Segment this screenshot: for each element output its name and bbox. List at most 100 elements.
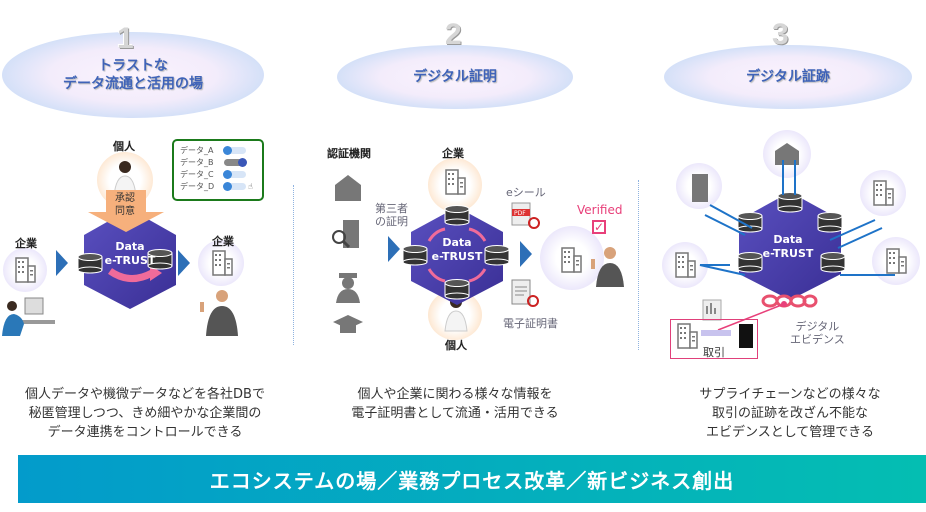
transaction-box: 取引: [670, 319, 758, 359]
school-icon: [335, 175, 361, 185]
label-line: エビデンス: [790, 333, 845, 346]
businessman-icon: [200, 290, 238, 336]
desc-line: 個人や企業に関わる様々な情報を: [357, 387, 553, 402]
desc-line: 秘匿管理しつつ、きめ細やかな企業間の: [28, 406, 262, 421]
section-3-title: デジタル証跡: [664, 45, 912, 109]
data-consent-popup: データ_A データ_B データ_C データ_D ☝: [172, 139, 264, 201]
section-1-description: 個人データや機微データなどを各社DBで秘匿管理しつつ、きめ細やかな企業間のデータ…: [10, 385, 280, 442]
building-icon: [692, 174, 708, 202]
row-label: データ_A: [180, 145, 214, 155]
section-1-number: 1: [117, 22, 134, 55]
authority-icons: [332, 175, 363, 333]
company-right-label: 企業: [212, 235, 234, 248]
consent-line: 承認: [115, 193, 135, 204]
evidence-pointer: [717, 301, 787, 331]
desc-line: 個人データや機微データなどを各社DBで: [25, 387, 265, 402]
database-icon: [444, 279, 470, 300]
evidence-label: デジタルエビデンス: [790, 320, 845, 346]
database-icon: [444, 205, 470, 226]
hub-line: e-TRUST: [431, 250, 483, 263]
consent-arrow: [88, 190, 164, 232]
section-2-description: 個人や企業に関わる様々な情報を電子証明書として流通・活用できる: [330, 385, 580, 423]
popup-row[interactable]: データ_C: [180, 168, 256, 180]
consent-line: 同意: [115, 206, 135, 217]
toggle-off[interactable]: [224, 157, 247, 167]
building-icon: [15, 257, 36, 283]
authority-label: 認証機関: [327, 147, 371, 160]
verified-check-icon: ✓: [592, 220, 606, 234]
data-etrust-hub: [77, 209, 176, 309]
database-icon: [77, 253, 103, 274]
building-icon: [212, 250, 233, 276]
businessman-icon: [591, 247, 624, 287]
toggle-on[interactable]: [223, 169, 246, 179]
data-etrust-hub: [737, 192, 846, 300]
verified-label: Verified: [577, 203, 623, 217]
police-icon: [336, 273, 360, 303]
flow-arrow: [56, 250, 68, 276]
pdf-text: PDF: [514, 210, 526, 217]
desc-line: 電子証明書として流通・活用できる: [351, 406, 559, 421]
building-icon: [677, 323, 698, 349]
section-3-number: 3: [772, 18, 789, 51]
section-divider: [638, 180, 639, 350]
desc-line: 取引の証跡を改ざん不能な: [711, 406, 868, 421]
evidence-links: [699, 160, 895, 276]
database-icon: [484, 245, 510, 266]
certificate-icon: [511, 279, 539, 307]
search-building-icon: [332, 220, 359, 249]
desc-line: データ連携をコントロールできる: [47, 425, 243, 440]
desc-line: エビデンスとして管理できる: [705, 425, 875, 440]
section-divider: [293, 185, 294, 345]
popup-row[interactable]: データ_D ☝: [180, 180, 256, 192]
school-icon: [775, 143, 799, 165]
hub-line: e-TRUST: [104, 254, 156, 267]
title-line: データ流通と活用の場: [63, 76, 203, 92]
building-icon: [739, 324, 753, 348]
toggle-on[interactable]: [223, 145, 246, 155]
hub-line: Data: [773, 233, 803, 246]
title-line: トラストな: [98, 58, 168, 74]
graduation-cap-icon: [333, 315, 363, 333]
hub-line: Data: [442, 236, 472, 249]
data-etrust-hub: [402, 205, 510, 305]
row-label: データ_B: [180, 157, 214, 167]
section-1-title: トラストなデータ流通と活用の場: [2, 32, 264, 118]
report-icon: [702, 299, 722, 321]
building-icon: [561, 247, 582, 273]
transfer-arrow: [701, 330, 731, 336]
pdf-seal-icon: PDF: [511, 202, 540, 229]
flow-arrow: [520, 241, 532, 267]
transaction-label: 取引: [703, 346, 725, 359]
third-party-label: 第三者の証明: [375, 202, 408, 228]
hub-line: Data: [115, 240, 145, 253]
toggle-on[interactable]: [223, 181, 246, 191]
section-3-description: サプライチェーンなどの様々な取引の証跡を改ざん不能なエビデンスとして管理できる: [670, 385, 910, 442]
building-icon: [445, 169, 466, 195]
company-left-label: 企業: [15, 237, 37, 250]
section-2-number: 2: [445, 18, 462, 51]
eseal-label: eシール: [506, 186, 546, 199]
ecosystem-banner: エコシステムの場／業務プロセス改革／新ビジネス創出: [18, 455, 926, 503]
flow-arrow: [388, 236, 400, 262]
consent-label: 承認同意: [115, 192, 135, 218]
company-label: 企業: [442, 147, 464, 160]
database-icon: [402, 245, 428, 266]
popup-row[interactable]: データ_B: [180, 156, 256, 168]
desc-line: サプライチェーンなどの様々な: [699, 387, 881, 402]
label-line: デジタル: [795, 320, 840, 333]
row-label: データ_D: [180, 181, 215, 191]
popup-row[interactable]: データ_A: [180, 144, 256, 156]
section-2-title: デジタル証明: [337, 45, 573, 109]
row-label: データ_C: [180, 169, 214, 179]
hub-line: e-TRUST: [762, 247, 814, 260]
label-line: 第三者: [375, 202, 408, 215]
label-line: の証明: [375, 215, 408, 228]
flow-arrow: [178, 250, 190, 276]
individual-label: 個人: [445, 339, 467, 352]
cursor-hand-icon: ☝: [248, 181, 253, 191]
desk-worker-icon: [2, 297, 55, 336]
